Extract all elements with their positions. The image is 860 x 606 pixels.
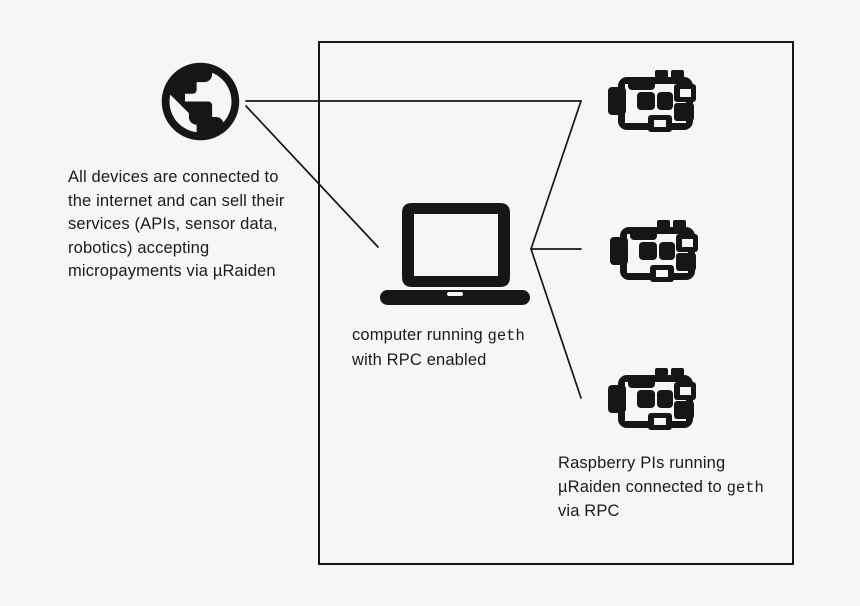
internet-note: All devices are connected to the interne… xyxy=(68,166,324,284)
raspberry-label: Raspberry PIs running µRaiden connected … xyxy=(558,452,790,524)
geth-code-text: geth xyxy=(726,478,764,497)
laptop-computer-icon xyxy=(380,203,530,305)
globe-internet-icon xyxy=(161,62,240,141)
raspberry-label-text: µRaiden connected to xyxy=(558,477,727,496)
internet-note-line: micropayments via µRaiden xyxy=(68,262,276,280)
internet-note-line: the internet and can sell their xyxy=(68,191,285,210)
raspberry-label-line1: Raspberry PIs running xyxy=(558,454,726,472)
internet-note-line: All devices are connected to xyxy=(68,168,279,186)
raspberry-label-line2: µRaiden connected to geth xyxy=(558,476,790,501)
computer-label-line1: computer running geth xyxy=(352,324,562,349)
geth-code-text: geth xyxy=(487,327,525,345)
raspberry-pi-board-icon xyxy=(608,70,696,132)
computer-label-text: computer running xyxy=(352,326,488,344)
diagram-frame xyxy=(318,41,794,565)
computer-label: computer running geth with RPC enabled xyxy=(352,324,562,372)
raspberry-pi-board-icon xyxy=(610,220,698,282)
raspberry-pi-board-icon xyxy=(608,368,696,430)
raspberry-label-line3: via RPC xyxy=(558,502,620,520)
internet-note-line: services (APIs, sensor data, xyxy=(68,215,278,233)
computer-label-line2: with RPC enabled xyxy=(352,350,487,369)
internet-note-line: robotics) accepting xyxy=(68,238,210,257)
